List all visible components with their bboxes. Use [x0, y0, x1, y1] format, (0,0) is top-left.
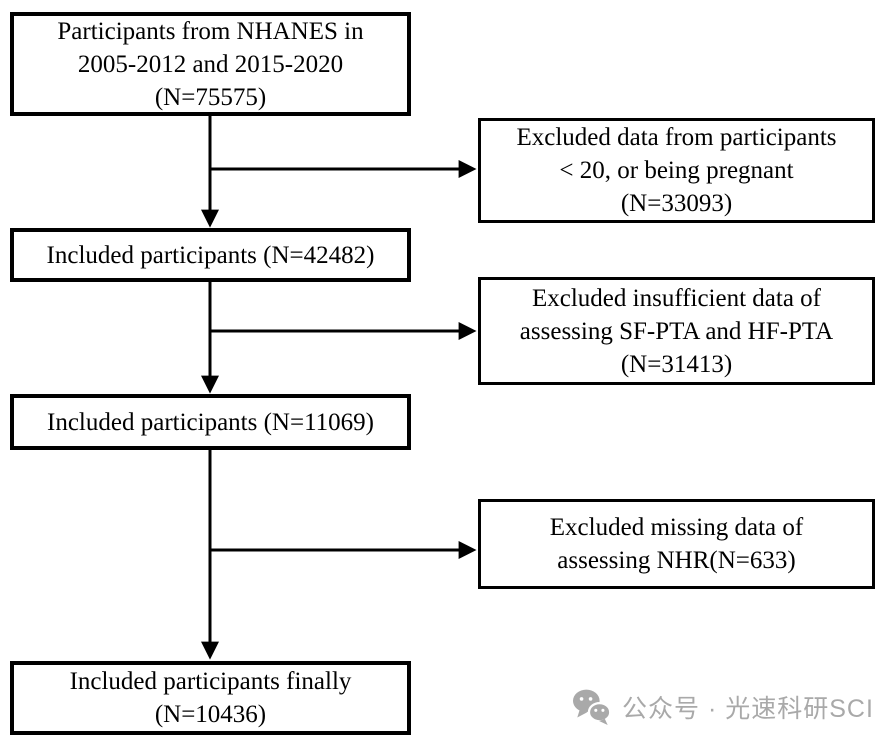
box-included-1: Included participants (N=42482)	[10, 228, 411, 282]
box-participants-source: Participants from NHANES in 2005-2012 an…	[10, 12, 411, 116]
box-included-2: Included participants (N=11069)	[10, 394, 411, 450]
box-excluded-nhr: Excluded missing data of assessing NHR(N…	[478, 499, 875, 589]
box-excluded-pta-text: Excluded insufficient data of assessing …	[519, 284, 834, 378]
wechat-icon	[571, 688, 613, 726]
box-participants-source-text: Participants from NHANES in 2005-2012 an…	[57, 17, 364, 111]
watermark: 公众号 · 光速科研SCI	[571, 688, 874, 726]
box-excluded-pta: Excluded insufficient data of assessing …	[478, 277, 875, 385]
box-included-final-text: Included participants finally (N=10436)	[69, 668, 352, 728]
watermark-text: 公众号 · 光速科研SCI	[622, 695, 874, 723]
box-included-1-text: Included participants (N=42482)	[46, 241, 375, 269]
box-excluded-age-pregnant: Excluded data from participants < 20, or…	[478, 118, 875, 223]
box-included-final: Included participants finally (N=10436)	[10, 661, 411, 735]
box-included-2-text: Included participants (N=11069)	[47, 408, 374, 436]
box-excluded-age-pregnant-text: Excluded data from participants < 20, or…	[516, 124, 837, 217]
box-excluded-nhr-text: Excluded missing data of assessing NHR(N…	[549, 514, 804, 574]
